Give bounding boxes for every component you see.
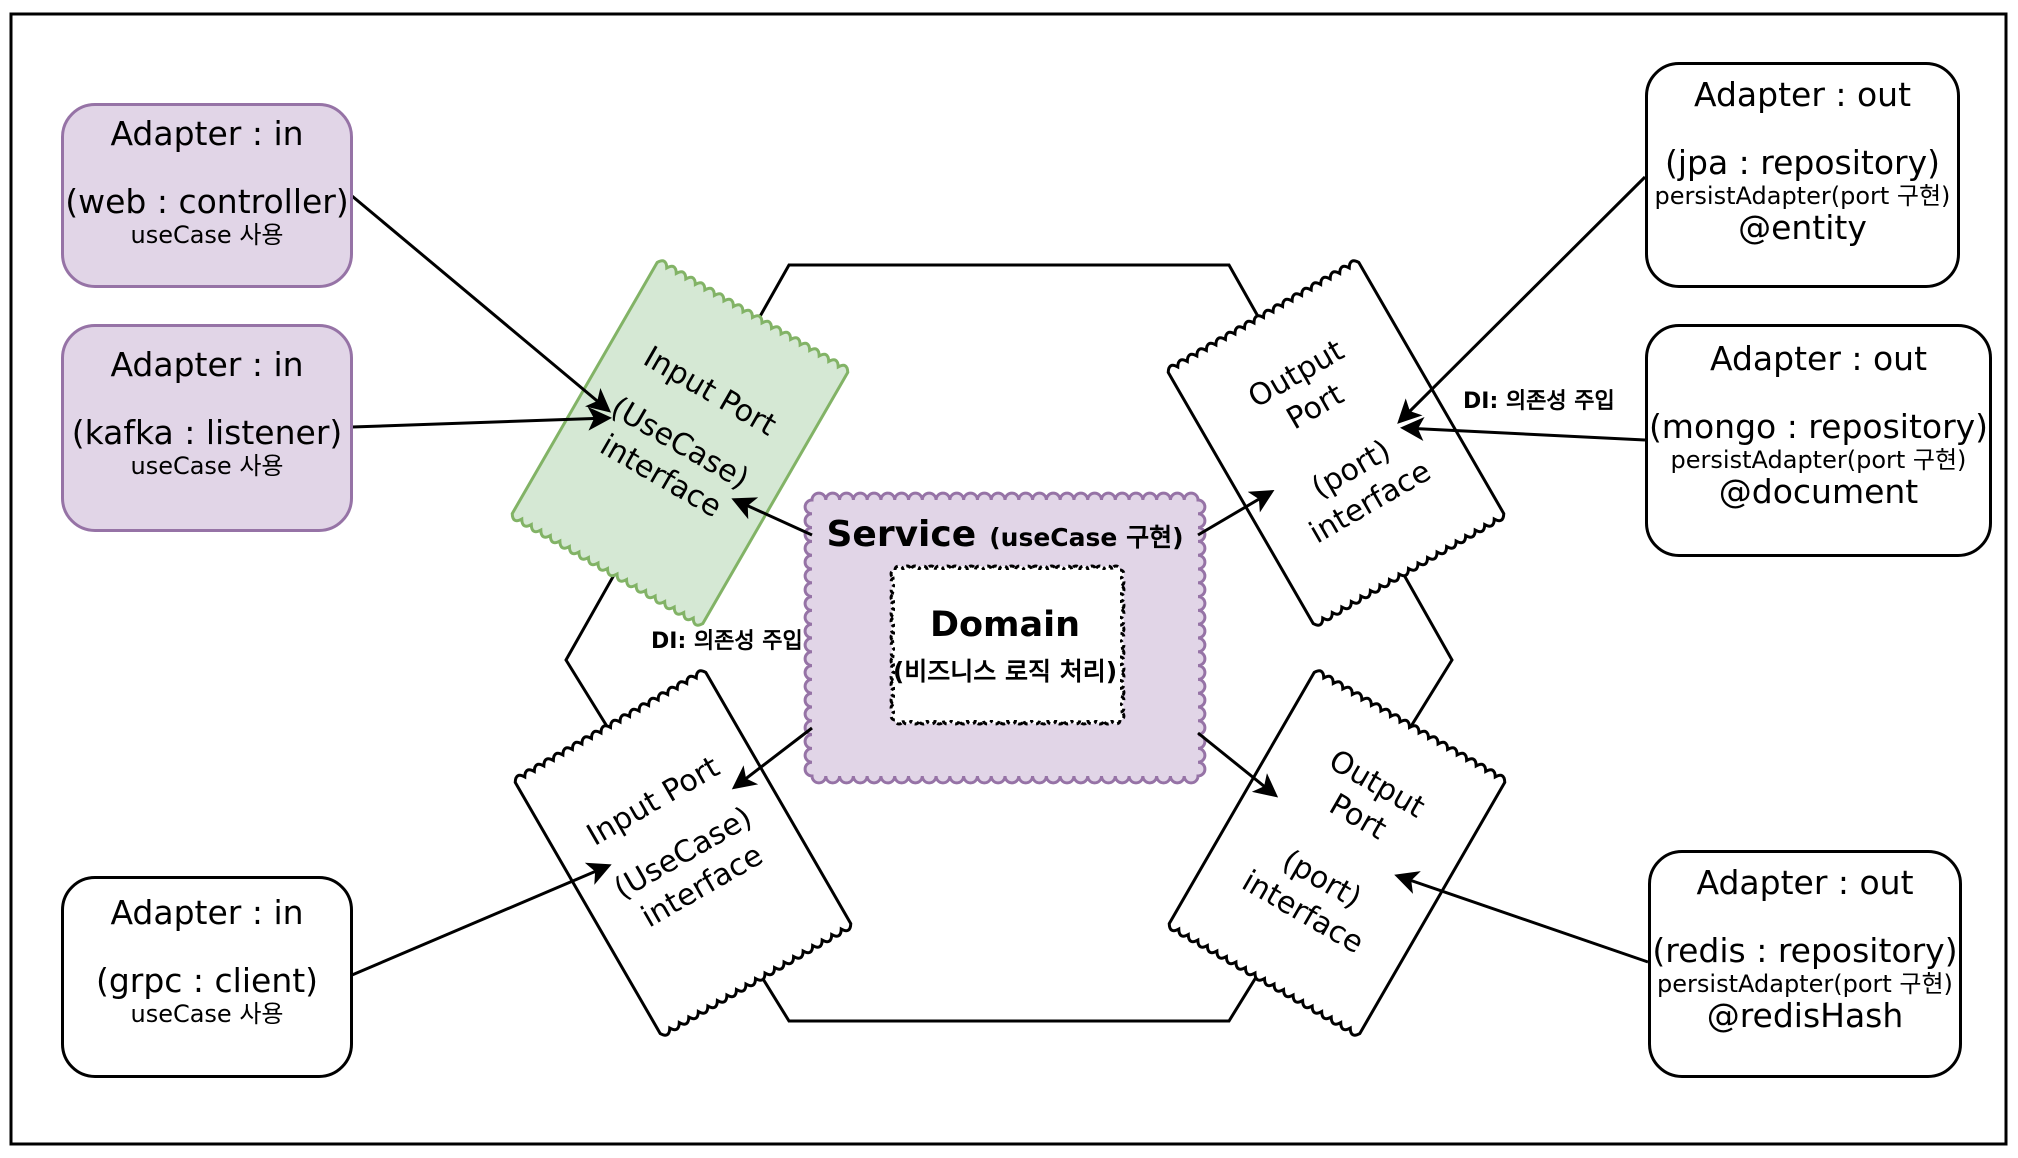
arrow-web-to-input-port (351, 194, 612, 413)
service-title: Service (useCase 구현) (826, 514, 1183, 555)
arrow-mongo-to-output-port (1400, 417, 1646, 442)
adapter-in-web-tech: (web : controller) (65, 182, 349, 222)
adapter-out-mongo-annotation: @document (1718, 472, 1919, 512)
adapter-in-kafka: Adapter : in (kafka : listener) useCase … (61, 324, 353, 532)
adapter-in-grpc: Adapter : in (grpc : client) useCase 사용 (61, 876, 353, 1078)
adapter-in-web-note: useCase 사용 (130, 220, 284, 249)
arrow-kafka-to-input-port (351, 406, 612, 431)
output-port-top: Output Port (port) interface (1166, 259, 1506, 627)
hexagon-boundary (564, 263, 1454, 1023)
domain-subtitle: (비즈니스 로직 처리) (893, 657, 1117, 686)
adapter-in-grpc-title: Adapter : in (110, 893, 304, 932)
adapter-out-mongo: Adapter : out (mongo : repository) persi… (1645, 324, 1992, 557)
adapter-in-kafka-title: Adapter : in (110, 345, 304, 384)
adapter-out-redis: Adapter : out (redis : repository) persi… (1648, 850, 1962, 1078)
service-title-main: Service (826, 514, 976, 555)
arrow-grpc-to-input-port (351, 862, 612, 977)
arrows (351, 175, 1649, 977)
adapter-out-jpa-impl: persistAdapter(port 구현) (1654, 181, 1951, 210)
adapter-in-grpc-tech: (grpc : client) (95, 961, 319, 1001)
input-port-bottom: Input Port (UseCase) interface (513, 669, 853, 1037)
arrow-service-to-output-port-top (1197, 489, 1275, 537)
di-label-right: DI: 의존성 주입 (1463, 389, 1615, 414)
adapter-out-jpa-annotation: @entity (1738, 208, 1867, 248)
adapter-in-web: Adapter : in (web : controller) useCase … (61, 103, 353, 288)
adapter-out-mongo-title: Adapter : out (1709, 339, 1928, 378)
service-title-sub: (useCase 구현) (989, 523, 1183, 552)
di-label-left: DI: 의존성 주입 (651, 629, 803, 654)
outer-frame (9, 12, 2008, 1146)
arrow-redis-to-output-port (1394, 871, 1649, 964)
adapter-in-kafka-note: useCase 사용 (130, 451, 284, 480)
adapter-out-jpa-tech: (jpa : repository) (1664, 143, 1941, 183)
adapter-out-redis-impl: persistAdapter(port 구현) (1657, 969, 1953, 998)
adapter-out-mongo-impl: persistAdapter(port 구현) (1670, 445, 1967, 474)
adapter-out-redis-tech: (redis : repository) (1652, 931, 1958, 971)
adapter-out-jpa-title: Adapter : out (1693, 75, 1912, 114)
adapter-in-grpc-note: useCase 사용 (130, 999, 284, 1028)
arrow-jpa-to-output-port (1397, 175, 1647, 424)
domain-box: Domain (비즈니스 로직 처리) (889, 564, 1126, 726)
adapter-in-web-title: Adapter : in (110, 114, 304, 153)
input-port-top: Input Port (UseCase) interface (510, 259, 850, 627)
adapter-out-redis-title: Adapter : out (1696, 863, 1914, 902)
adapter-in-kafka-tech: (kafka : listener) (71, 413, 343, 453)
arrow-service-to-output-port-bottom (1197, 731, 1279, 798)
arrow-service-to-input-port-top (731, 497, 813, 537)
output-port-bottom: Output Port (port) interface (1167, 669, 1507, 1037)
adapter-out-jpa: Adapter : out (jpa : repository) persist… (1645, 62, 1960, 288)
adapter-out-redis-annotation: @redisHash (1706, 996, 1904, 1036)
arrow-service-to-input-port-bottom (731, 726, 813, 790)
domain-title: Domain (930, 605, 1080, 645)
adapter-out-mongo-tech: (mongo : repository) (1648, 407, 1989, 447)
